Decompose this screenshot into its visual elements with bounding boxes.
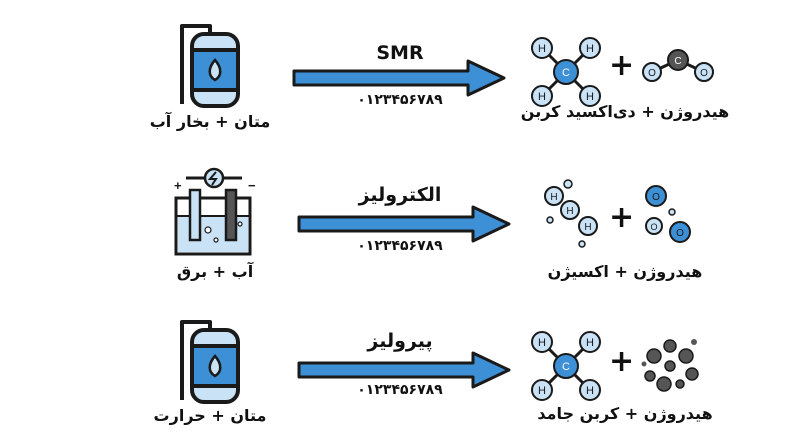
svg-text:C: C [562,361,570,373]
plus-sign: + [609,344,635,379]
svg-text:H: H [538,91,546,103]
co2-molecule-icon: O O C [642,49,714,82]
svg-text:O: O [652,192,660,203]
source-label: متان + بخار آب [149,112,271,131]
plus-sign: + [609,48,635,83]
row-smr: متان + بخار آب SMR ۰۱۲۳۴۵۶۷۸۹ H H H H C … [0,0,800,140]
svg-text:C: C [674,56,681,67]
svg-text:H: H [586,43,594,55]
row-electrolysis: + − آب + برق الکترولیز ۰۱۲۳۴۵۶۷۸۹ H H H … [0,150,800,290]
process-label: SMR [376,42,424,64]
svg-text:O: O [650,222,657,232]
process-arrow [297,205,511,243]
plus-sign: + [609,200,635,235]
svg-text:H: H [586,91,594,103]
svg-text:H: H [538,385,546,397]
source-label: متان + حرارت [153,406,267,425]
svg-text:O: O [648,68,656,79]
gas-tank-flame-icon [180,24,240,108]
product-label: هیدروژن + اکسیژن [547,262,703,281]
svg-text:+: + [174,178,182,193]
source-label: آب + برق [176,262,254,281]
product-label: هیدروژن + کربن جامد [537,404,713,423]
methane-molecule-icon: H H H H C [531,331,601,401]
oxygen-atoms-icon: O O O [645,185,691,243]
gas-tank-flame-icon [180,320,240,404]
svg-text:H: H [586,385,594,397]
svg-text:H: H [550,192,557,203]
svg-text:O: O [676,228,684,239]
process-label: الکترولیز [358,184,442,206]
carbon-particles-icon [641,339,699,392]
svg-text:H: H [538,43,546,55]
svg-text:H: H [584,222,591,233]
process-arrow [297,351,511,389]
svg-text:H: H [566,206,573,217]
process-label: پیرولیز [367,330,433,352]
svg-text:H: H [538,337,546,349]
digits-label: ۰۱۲۳۴۵۶۷۸۹ [357,382,443,398]
product-label: هیدروژن + دی‌اکسید کربن [520,102,730,121]
digits-label: ۰۱۲۳۴۵۶۷۸۹ [357,238,443,254]
row-pyrolysis: متان + حرارت پیرولیز ۰۱۲۳۴۵۶۷۸۹ H H H H … [0,300,800,440]
methane-molecule-icon: H H H H C [531,37,601,107]
svg-text:C: C [562,67,570,79]
svg-text:O: O [700,68,708,79]
digits-label: ۰۱۲۳۴۵۶۷۸۹ [357,92,443,108]
svg-text:−: − [248,178,256,193]
hydrogen-atoms-icon: H H H [544,179,598,248]
electrolysis-cell-icon: + − [174,167,256,256]
svg-text:H: H [586,337,594,349]
process-arrow [292,59,506,97]
